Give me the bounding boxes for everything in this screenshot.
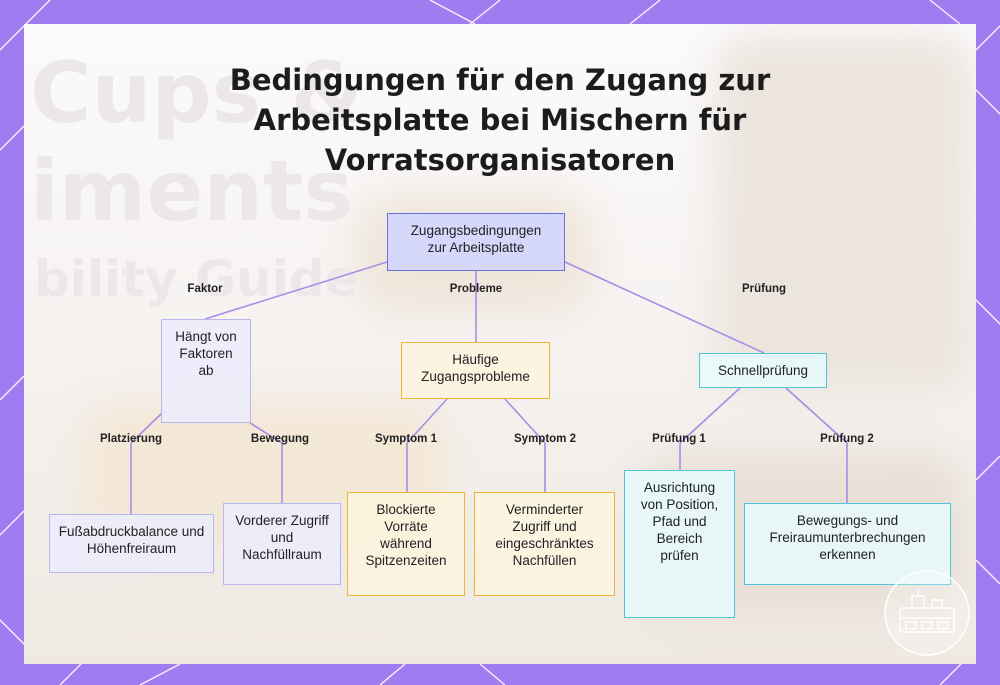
edge-check-align-a: [679, 387, 741, 444]
kitchen-counter-logo-icon: [884, 570, 970, 656]
node-problems-label: Häufige Zugangsprobleme: [421, 352, 530, 384]
edge-factor-footprint-a: [130, 412, 163, 444]
node-footprint-label: Fußabdruckbalance und Höhenfreiraum: [58, 524, 205, 556]
edge-label-probleme: Probleme: [449, 283, 503, 295]
background-text-line-2: iments: [30, 142, 354, 240]
edge-check-detect-a: [785, 387, 848, 444]
node-reduced-label: Verminderter Zugriff und eingeschränktes…: [495, 502, 594, 568]
node-factor: Hängt von Faktoren ab: [161, 319, 251, 423]
node-detect: Bewegungs- und Freiraumunterbrechungen e…: [744, 503, 951, 585]
edge-factor-front-a: [249, 422, 283, 444]
diagram-title: Bedingungen für den Zugang zur Arbeitspl…: [229, 63, 771, 177]
node-align: Ausrichtung von Position, Pfad und Berei…: [624, 470, 735, 618]
background-text-line-1: Cups &: [30, 44, 365, 142]
background-text-line-3: bility Guide: [34, 250, 359, 308]
node-front-label: Vorderer Zugriff und Nachfüllraum: [235, 513, 329, 562]
node-check-label: Schnellprüfung: [717, 363, 809, 378]
node-blocked-label: Blockierte Vorräte während Spitzenzeiten: [365, 502, 447, 568]
node-root-label: Zugangsbedingungen zur Arbeitsplatte: [410, 223, 542, 255]
node-problems: Häufige Zugangsprobleme: [401, 342, 550, 399]
edge-label-bewegung: Bewegung: [250, 433, 310, 445]
edge-label-pruefung-1: Prüfung 1: [652, 433, 706, 445]
node-front: Vorderer Zugriff und Nachfüllraum: [223, 503, 341, 585]
node-detect-label: Bewegungs- und Freiraumunterbrechungen e…: [769, 513, 926, 562]
node-root: Zugangsbedingungen zur Arbeitsplatte: [387, 213, 565, 271]
edge-problems-blocked-a: [406, 398, 448, 444]
node-align-label: Ausrichtung von Position, Pfad und Berei…: [640, 480, 719, 563]
edge-label-pruefung: Prüfung: [741, 283, 787, 295]
edge-label-faktor: Faktor: [187, 283, 223, 295]
edge-label-pruefung-2: Prüfung 2: [820, 433, 874, 445]
edge-label-platzierung: Platzierung: [100, 433, 162, 445]
edge-label-symptom-1: Symptom 1: [375, 433, 437, 445]
node-check: Schnellprüfung: [699, 353, 827, 388]
edge-label-symptom-2: Symptom 2: [514, 433, 576, 445]
edge-problems-reduced-a: [504, 398, 546, 444]
node-reduced: Verminderter Zugriff und eingeschränktes…: [474, 492, 615, 596]
node-factor-label: Hängt von Faktoren ab: [175, 329, 237, 378]
edge-root-factor: [204, 261, 388, 320]
edge-root-check: [564, 261, 765, 354]
node-footprint: Fußabdruckbalance und Höhenfreiraum: [49, 514, 214, 573]
node-blocked: Blockierte Vorräte während Spitzenzeiten: [347, 492, 465, 596]
